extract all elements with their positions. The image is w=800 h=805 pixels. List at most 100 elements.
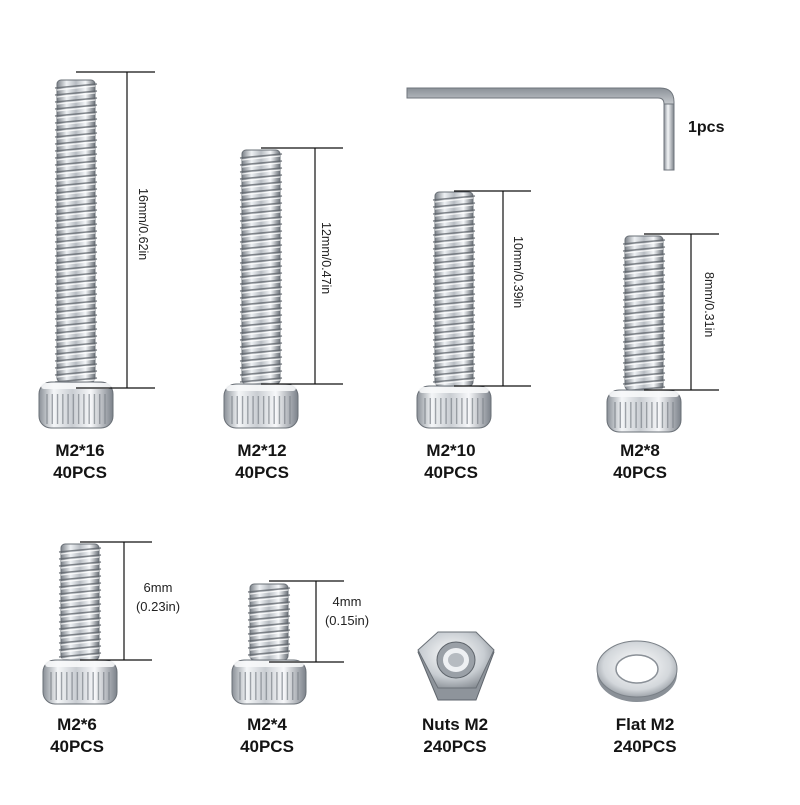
thread-line: [622, 246, 666, 252]
thread-line: [622, 337, 666, 343]
thread-highlight: [56, 190, 96, 196]
thread-highlight: [434, 288, 474, 294]
dimension-line-m2-4: [269, 580, 344, 663]
thread-highlight: [56, 162, 96, 168]
thread-highlight: [624, 374, 664, 380]
thread-line: [54, 90, 98, 96]
dimension-label-m2-8: 8mm/0.31in: [702, 272, 716, 338]
thread-highlight: [241, 183, 281, 189]
name-text: Nuts M2: [421, 715, 489, 734]
thread-line: [622, 365, 666, 371]
size-text: M2*8: [620, 441, 660, 460]
thread-highlight: [56, 274, 96, 280]
thread-highlight: [60, 612, 100, 618]
thread-highlight: [56, 176, 96, 182]
screw-m2-12: [223, 149, 299, 429]
thread-line: [58, 652, 102, 658]
thread-highlight: [56, 351, 96, 357]
thread-highlight: [56, 106, 96, 112]
thread-highlight: [60, 563, 100, 569]
thread-highlight: [434, 295, 474, 301]
thread-line: [432, 300, 476, 306]
thread-highlight: [241, 274, 281, 280]
thread-highlight: [241, 351, 281, 357]
thread-highlight: [434, 302, 474, 308]
head-rim: [609, 391, 679, 397]
thread-line: [432, 307, 476, 313]
thread-line: [622, 267, 666, 273]
thread-highlight: [56, 120, 96, 126]
hex-nut: [417, 631, 495, 701]
thread-line: [247, 629, 291, 635]
thread-line: [54, 83, 98, 89]
thread-highlight: [624, 269, 664, 275]
thread-line: [54, 349, 98, 355]
thread-highlight: [241, 162, 281, 168]
thread-highlight: [434, 246, 474, 252]
thread-line: [239, 230, 283, 236]
thread-highlight: [56, 239, 96, 245]
thread-line: [432, 223, 476, 229]
thread-line: [622, 330, 666, 336]
dimension-in: (0.23in): [135, 599, 181, 614]
thread-line: [54, 342, 98, 348]
thread-line: [239, 377, 283, 383]
thread-highlight: [241, 232, 281, 238]
thread-highlight: [56, 232, 96, 238]
thread-line: [54, 300, 98, 306]
thread-highlight: [56, 218, 96, 224]
thread-line: [54, 321, 98, 327]
thread-highlight: [241, 225, 281, 231]
thread-line: [432, 265, 476, 271]
dimension-line-m2-6: [80, 541, 152, 661]
thread-line: [432, 349, 476, 355]
thread-highlight: [60, 626, 100, 632]
thread-line: [622, 260, 666, 266]
dimension-line-m2-12: [261, 147, 343, 385]
thread-line: [239, 244, 283, 250]
thread-line: [247, 608, 291, 614]
thread-highlight: [56, 337, 96, 343]
screw-m2-8: [606, 235, 682, 433]
thread-highlight: [249, 645, 289, 651]
thread-highlight: [241, 267, 281, 273]
dimension-label-m2-16: 16mm/0.62in: [136, 188, 150, 261]
thread-highlight: [624, 367, 664, 373]
thread-highlight: [624, 332, 664, 338]
thread-highlight: [56, 267, 96, 273]
thread-highlight: [241, 169, 281, 175]
dimension-line-m2-10: [454, 190, 531, 387]
thread-line: [58, 645, 102, 651]
thread-highlight: [56, 253, 96, 259]
thread-line: [239, 181, 283, 187]
thread-line: [622, 379, 666, 385]
thread-line: [54, 328, 98, 334]
thread-highlight: [241, 365, 281, 371]
thread-highlight: [241, 316, 281, 322]
thread-highlight: [249, 610, 289, 616]
thread-highlight: [56, 246, 96, 252]
thread-line: [239, 174, 283, 180]
thread-line: [432, 258, 476, 264]
thread-line: [432, 293, 476, 299]
thread-highlight: [241, 372, 281, 378]
thread-highlight: [60, 647, 100, 653]
thread-line: [58, 624, 102, 630]
thread-line: [239, 363, 283, 369]
thread-highlight: [241, 281, 281, 287]
label-m2-6: M2*6 40PCS: [27, 714, 127, 758]
dimension-line-m2-16: [76, 71, 155, 389]
thread-line: [54, 356, 98, 362]
size-text: M2*12: [237, 441, 287, 460]
thread-highlight: [434, 218, 474, 224]
screw-m2-4: [231, 583, 307, 705]
thread-line: [239, 328, 283, 334]
thread-highlight: [56, 295, 96, 301]
thread-highlight: [56, 281, 96, 287]
thread-highlight: [624, 290, 664, 296]
thread-line: [58, 575, 102, 581]
thread-highlight: [241, 302, 281, 308]
thread-line: [239, 237, 283, 243]
thread-line: [58, 568, 102, 574]
thread-line: [432, 363, 476, 369]
